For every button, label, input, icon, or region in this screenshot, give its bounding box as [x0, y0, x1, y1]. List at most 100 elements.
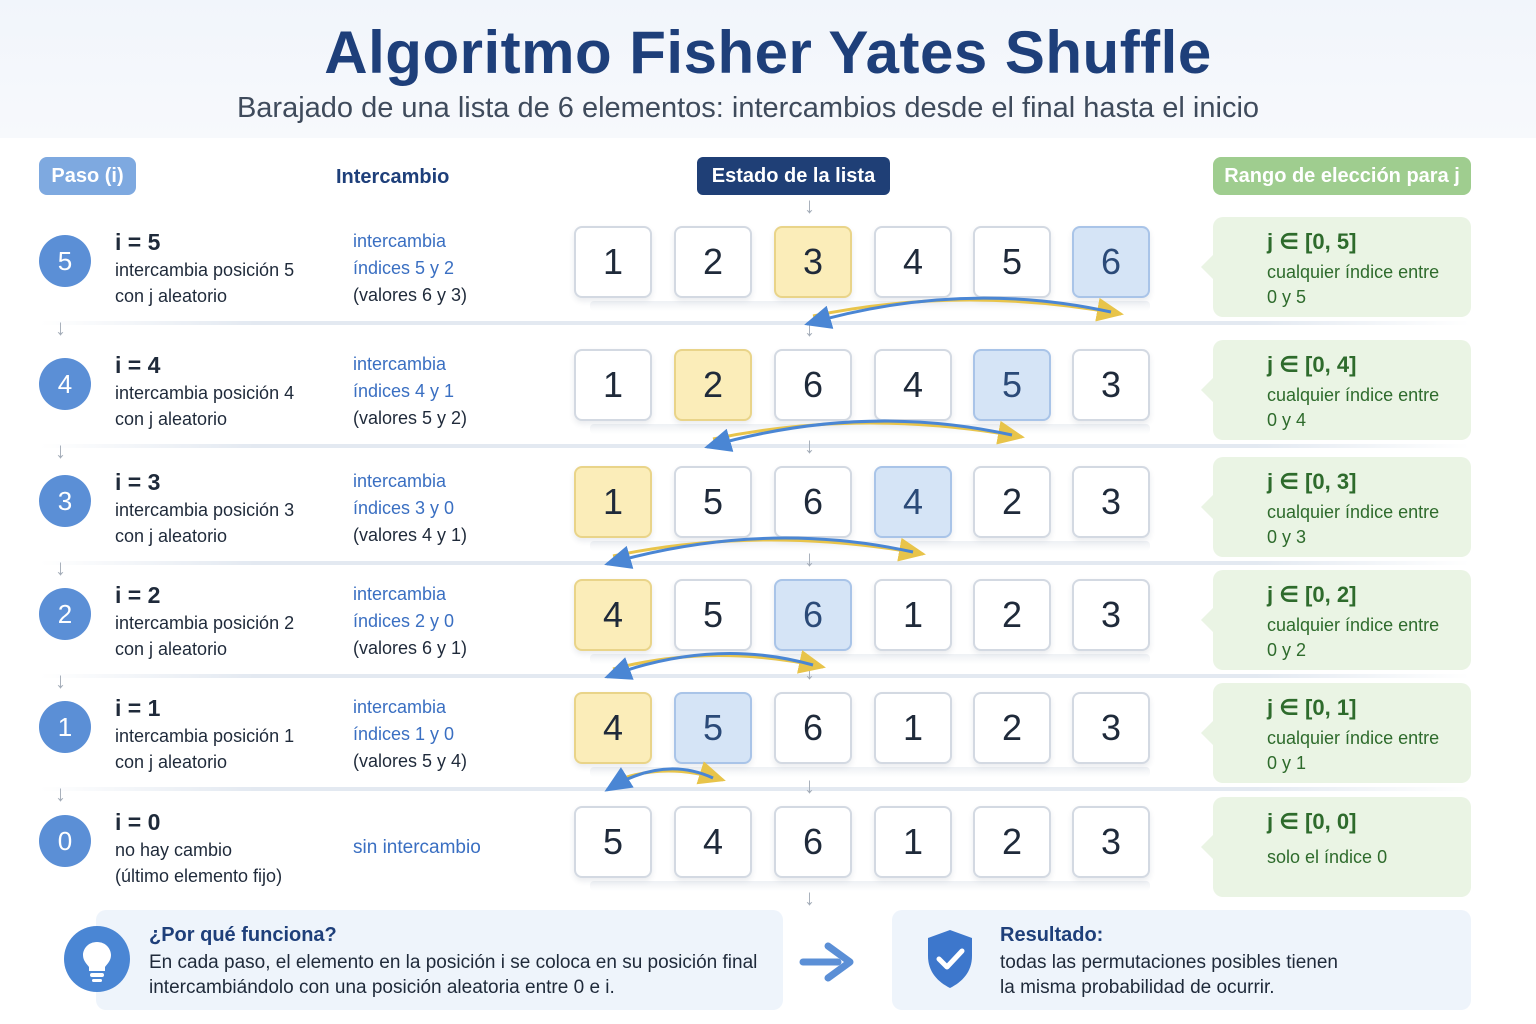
list-cell: 2: [973, 806, 1051, 878]
list-cell: 4: [874, 226, 952, 298]
swap-indices: índices 1 y 0: [353, 724, 455, 744]
range-description: cualquier índice entre: [1267, 262, 1440, 282]
range-description: cualquier índice entre: [1267, 728, 1440, 748]
lightbulb-icon: [64, 926, 130, 992]
list-cell: 3: [1072, 692, 1150, 764]
column-header-swap: Intercambio: [336, 166, 450, 188]
range-description: 0 y 2: [1267, 640, 1307, 660]
step-description: no hay cambio: [115, 840, 233, 860]
range-title: j ∈ [0, 5]: [1267, 229, 1357, 254]
down-arrow-icon: ↓: [804, 773, 815, 798]
list-cell: 5: [973, 349, 1051, 421]
row-divider: [40, 674, 1470, 678]
page-subtitle: Barajado de una lista de 6 elementos: in…: [236, 92, 1260, 124]
result-line-1: todas las permutaciones posibles tienen: [1000, 952, 1338, 973]
step-description: con j aleatorio: [115, 286, 228, 306]
list-cell: 5: [674, 466, 752, 538]
down-arrow-icon: ↓: [804, 193, 815, 218]
step-description: intercambia posición 1: [115, 726, 295, 746]
step-badge: 1: [39, 701, 91, 753]
swap-arrow-to-j: [604, 767, 714, 792]
row-divider: [40, 321, 1470, 325]
swap-verb: intercambia: [353, 354, 447, 374]
step-title: i = 3: [115, 469, 161, 495]
down-arrow-icon: ↓: [55, 781, 66, 806]
swap-verb: intercambia: [353, 584, 447, 604]
swap-verb: intercambia: [353, 471, 447, 491]
list-cell: 6: [774, 349, 852, 421]
swap-arrow-to-j: [604, 536, 914, 569]
row-divider: [40, 444, 1470, 448]
down-arrow-icon: ↓: [55, 438, 66, 463]
swap-values: (valores 6 y 1): [353, 638, 468, 658]
row-shadow: [590, 767, 1150, 777]
step-title: i = 5: [115, 229, 161, 255]
step-badge: 4: [39, 358, 91, 410]
list-cell: 2: [973, 466, 1051, 538]
list-cell: 6: [774, 579, 852, 651]
row-shadow: [590, 424, 1150, 434]
range-box: j ∈ [0, 1] cualquier índice entre 0 y 1: [1201, 683, 1471, 783]
down-arrow-icon: ↓: [55, 555, 66, 580]
range-description: cualquier índice entre: [1267, 615, 1440, 635]
list-cell: 5: [973, 226, 1051, 298]
row-shadow: [590, 654, 1150, 664]
down-arrow-icon: ↓: [804, 885, 815, 910]
range-description: solo el índice 0: [1267, 847, 1388, 867]
down-arrow-icon: ↓: [55, 315, 66, 340]
step-title: i = 1: [115, 695, 161, 721]
swap-indices: índices 5 y 2: [353, 258, 455, 278]
range-title: j ∈ [0, 4]: [1267, 352, 1357, 377]
list-cell: 1: [874, 806, 952, 878]
swap-indices: índices 2 y 0: [353, 611, 455, 631]
page-title: Algoritmo Fisher Yates Shuffle: [324, 19, 1212, 86]
list-cell: 5: [574, 806, 652, 878]
swap-values: (valores 5 y 4): [353, 751, 468, 771]
column-header-range: Rango de elección para j: [1213, 157, 1471, 195]
swap-arrow-to-j: [804, 296, 1112, 329]
row-divider: [40, 561, 1470, 565]
swap-indices: índices 4 y 1: [353, 381, 455, 401]
why-title: ¿Por qué funciona?: [149, 924, 337, 946]
list-cell: 6: [774, 692, 852, 764]
column-header-state: Estado de la lista: [697, 157, 890, 195]
row-shadow: [590, 881, 1150, 891]
list-cell: 6: [1072, 226, 1150, 298]
list-cell: 1: [874, 579, 952, 651]
list-cell: 4: [574, 692, 652, 764]
result-box: [892, 910, 1471, 1010]
result-title: Resultado:: [1000, 924, 1104, 946]
step-badge: 0: [39, 815, 91, 867]
list-cell: 2: [674, 226, 752, 298]
range-description: 0 y 1: [1267, 753, 1307, 773]
swap-indices: índices 3 y 0: [353, 498, 455, 518]
result-line-2: la misma probabilidad de ocurrir.: [1000, 977, 1275, 998]
swap-verb: intercambia: [353, 697, 447, 717]
row-divider: [40, 787, 1470, 791]
step-description: intercambia posición 5: [115, 260, 295, 280]
list-cell: 6: [774, 466, 852, 538]
step-title: i = 4: [115, 352, 161, 378]
swap-values: (valores 5 y 2): [353, 408, 468, 428]
step-badge: 3: [39, 475, 91, 527]
range-description: 0 y 5: [1267, 287, 1307, 307]
down-arrow-icon: ↓: [804, 546, 815, 571]
shield-check-icon: [924, 928, 976, 995]
swap-description: sin intercambio: [353, 837, 481, 858]
list-cell: 3: [1072, 579, 1150, 651]
list-cell: 3: [774, 226, 852, 298]
list-cell: 4: [674, 806, 752, 878]
step-description: intercambia posición 2: [115, 613, 295, 633]
list-cell: 5: [674, 579, 752, 651]
range-title: j ∈ [0, 1]: [1267, 695, 1357, 720]
list-cell: 2: [674, 349, 752, 421]
list-cell: 5: [674, 692, 752, 764]
swap-arrow-to-j: [604, 651, 814, 680]
range-description: 0 y 4: [1267, 410, 1307, 430]
